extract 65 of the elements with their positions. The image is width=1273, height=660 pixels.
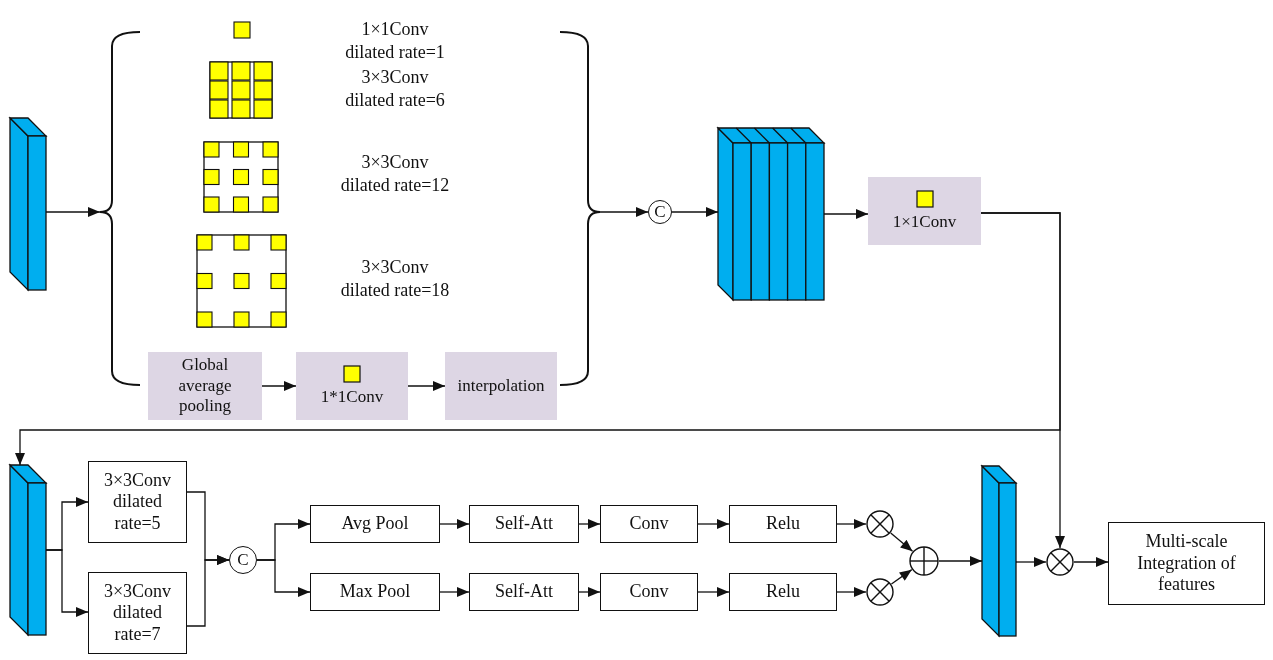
arrow bbox=[599, 207, 649, 217]
box-label: 1×1Conv bbox=[891, 211, 958, 233]
box-label: 1*1Conv bbox=[319, 386, 385, 408]
arrow bbox=[186, 555, 230, 627]
arrow bbox=[671, 207, 719, 217]
box-label: 3×3Conv dilated rate=5 bbox=[102, 469, 173, 535]
circle-label: C bbox=[236, 550, 250, 570]
add-symbol bbox=[909, 546, 939, 576]
process-box bbox=[600, 573, 698, 611]
circle-label: C bbox=[653, 202, 667, 222]
kernel-label: 3×3Conv dilated rate=12 bbox=[339, 151, 451, 196]
arrow bbox=[439, 587, 470, 597]
process-box bbox=[310, 573, 440, 611]
process-box bbox=[88, 572, 187, 654]
feature-map-block bbox=[982, 466, 1016, 636]
concat-circle bbox=[648, 200, 672, 224]
arrow bbox=[1073, 557, 1109, 567]
box-label: Max Pool bbox=[338, 581, 412, 603]
arrow bbox=[890, 532, 914, 552]
arrow bbox=[256, 559, 311, 597]
process-box bbox=[1108, 522, 1265, 605]
arrow bbox=[938, 556, 983, 566]
feature-map-block bbox=[10, 118, 46, 290]
box-label: Multi-scale Integration of features bbox=[1136, 531, 1237, 596]
box-label: Self-Att bbox=[494, 513, 554, 535]
arrow bbox=[980, 212, 1065, 549]
process-box bbox=[729, 573, 837, 611]
box-label: Self-Att bbox=[494, 581, 554, 603]
process-box bbox=[310, 505, 440, 543]
arrow bbox=[697, 519, 730, 529]
operation-box bbox=[296, 352, 408, 420]
arrow bbox=[836, 587, 867, 597]
arrow bbox=[697, 587, 730, 597]
arrow bbox=[578, 587, 601, 597]
process-box bbox=[600, 505, 698, 543]
box-label: interpolation bbox=[456, 375, 546, 397]
arrow bbox=[578, 519, 601, 529]
concat-circle bbox=[229, 546, 257, 574]
process-box bbox=[469, 573, 579, 611]
arrow bbox=[836, 519, 867, 529]
multiply-symbol bbox=[866, 578, 894, 606]
arrow bbox=[439, 519, 470, 529]
multiply-symbol bbox=[1046, 548, 1074, 576]
process-box bbox=[469, 505, 579, 543]
arrow bbox=[407, 381, 446, 391]
box-label: Conv bbox=[628, 513, 670, 535]
box-label: Conv bbox=[628, 581, 670, 603]
box-label: Global average pooling bbox=[177, 355, 233, 417]
operation-box bbox=[868, 177, 981, 245]
box-label: Relu bbox=[765, 513, 801, 535]
operation-box bbox=[445, 352, 557, 420]
feature-map-block bbox=[10, 465, 46, 635]
kernel-label: 3×3Conv dilated rate=6 bbox=[344, 66, 446, 111]
box-label: 3×3Conv dilated rate=7 bbox=[102, 580, 173, 646]
arrow bbox=[890, 569, 913, 585]
kernel-label: 1×1Conv dilated rate=1 bbox=[344, 18, 446, 63]
feature-map-block bbox=[718, 128, 824, 300]
kernel-label: 3×3Conv dilated rate=18 bbox=[339, 256, 451, 301]
process-box bbox=[729, 505, 837, 543]
operation-box bbox=[148, 352, 262, 420]
arrow bbox=[261, 381, 297, 391]
process-box bbox=[88, 461, 187, 543]
multiply-symbol bbox=[866, 510, 894, 538]
box-label: Avg Pool bbox=[340, 513, 410, 535]
box-label: Relu bbox=[765, 581, 801, 603]
